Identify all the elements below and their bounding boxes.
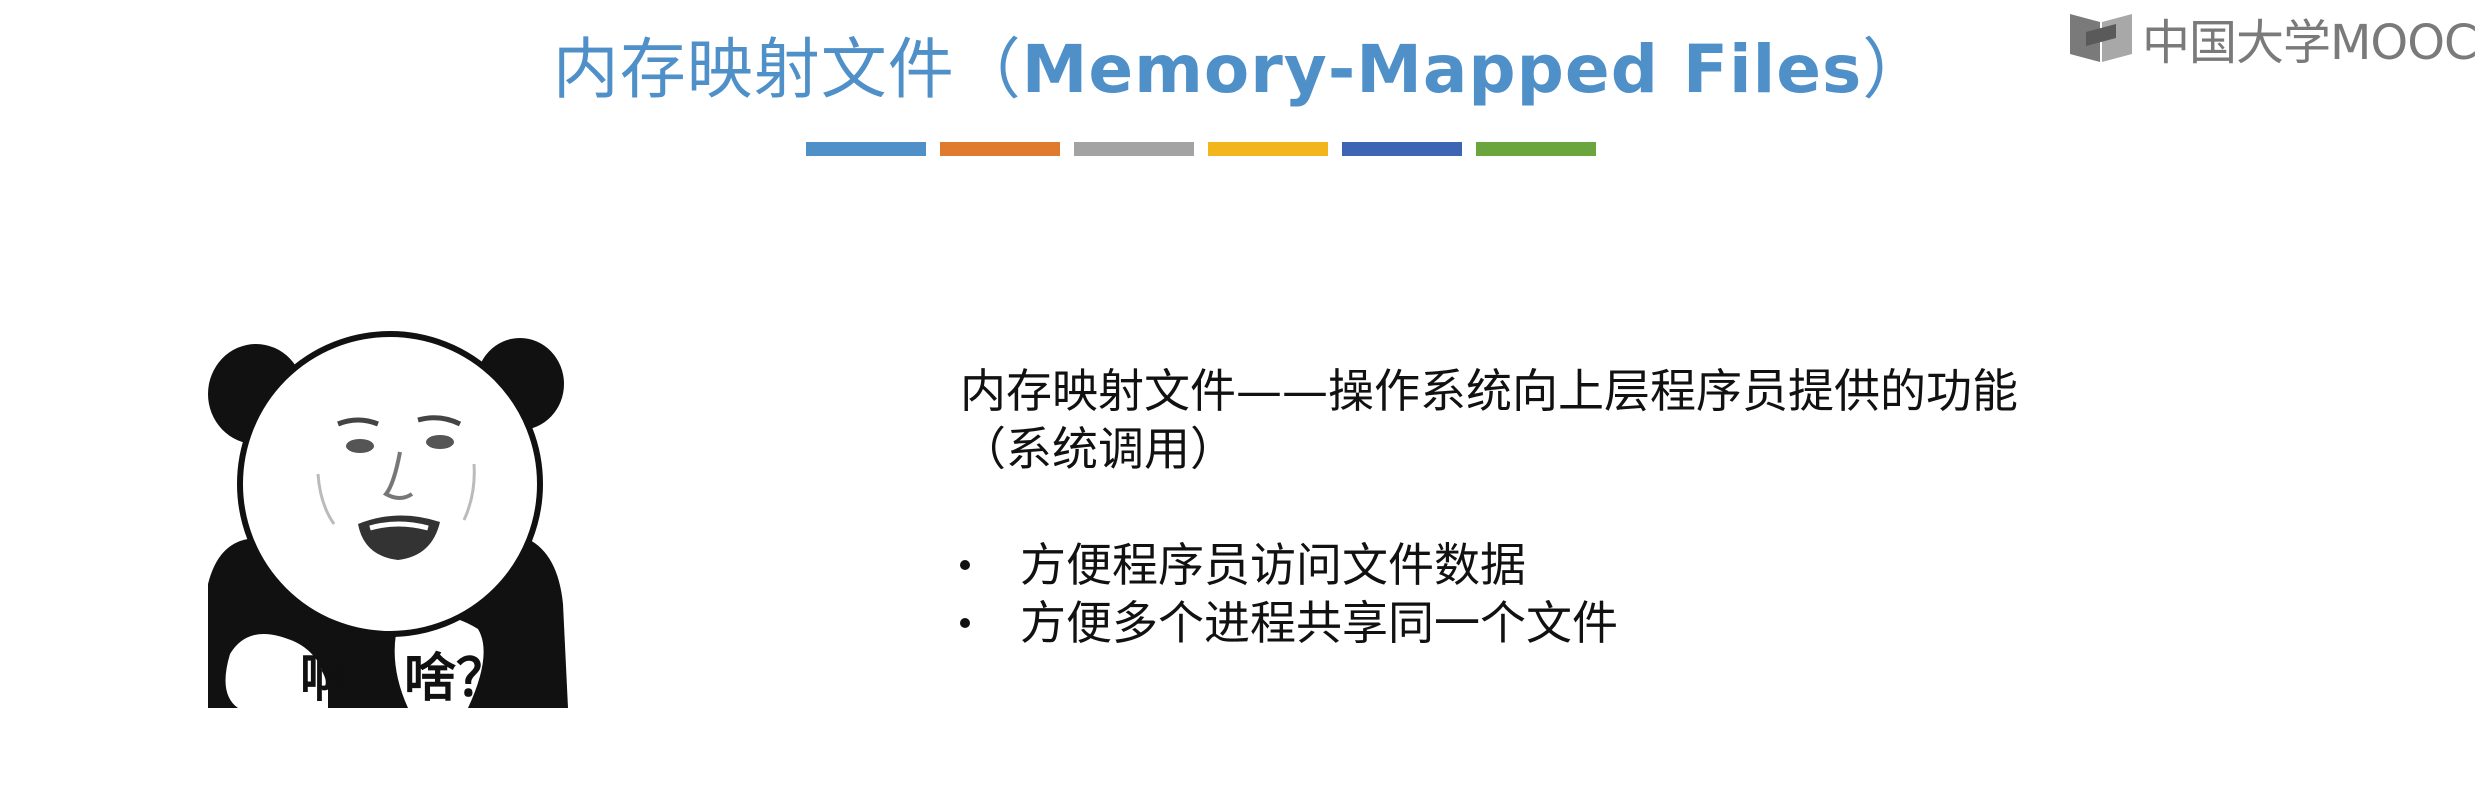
bullet-dot-icon <box>960 560 970 570</box>
title-zh: 内存映射文件（ <box>552 31 1022 108</box>
title-color-bars <box>806 142 1610 156</box>
bullet-item: 方便程序员访问文件数据 <box>960 536 2020 594</box>
panda-meme-image: 啊？啥？ <box>208 324 568 709</box>
color-bar-4 <box>1208 142 1328 156</box>
color-bar-3 <box>1074 142 1194 156</box>
mooc-book-icon <box>2070 14 2132 62</box>
slide-title: 内存映射文件（Memory-Mapped Files） <box>0 22 2482 118</box>
bullet-text: 方便多个进程共享同一个文件 <box>1020 596 1618 650</box>
bullet-item: 方便多个进程共享同一个文件 <box>960 594 2020 652</box>
bullet-dot-icon <box>960 618 970 628</box>
bullet-list: 方便程序员访问文件数据 方便多个进程共享同一个文件 <box>960 536 2020 652</box>
title-close: ） <box>1862 31 1930 108</box>
color-bar-6 <box>1476 142 1596 156</box>
color-bar-1 <box>806 142 926 156</box>
definition-text: 内存映射文件——操作系统向上层程序员提供的功能（系统调用） <box>960 364 2018 476</box>
bullet-text: 方便程序员访问文件数据 <box>1020 538 1526 592</box>
mooc-logo: 中国大学MOOC <box>2066 6 2477 71</box>
panda-illustration <box>208 331 568 708</box>
color-bar-5 <box>1342 142 1462 156</box>
title-en: Memory-Mapped Files <box>1021 31 1863 108</box>
color-bar-2 <box>940 142 1060 156</box>
slide-body: 内存映射文件——操作系统向上层程序员提供的功能（系统调用） 方便程序员访问文件数… <box>960 362 2020 652</box>
logo-text: 中国大学MOOC <box>2142 15 2477 71</box>
meme-caption: 啊？啥？ <box>300 649 509 709</box>
